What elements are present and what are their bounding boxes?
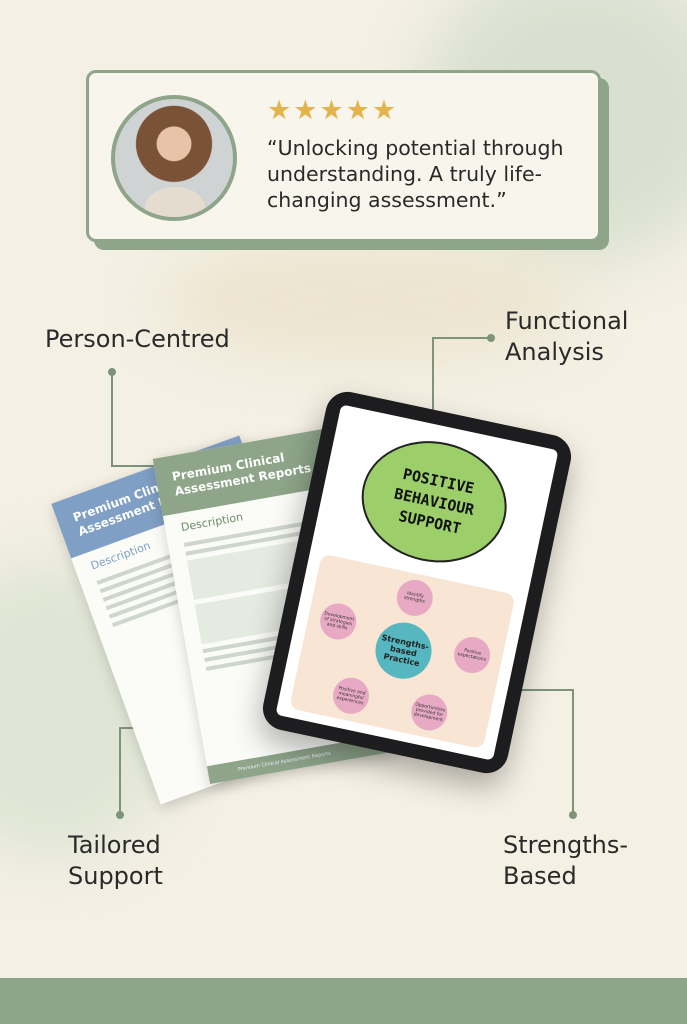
cycle-node: Positive expectations <box>450 633 494 677</box>
testimonial-card: ★★★★★ “Unlocking potential through under… <box>86 70 601 242</box>
strengths-cycle-diagram: Strengths-based Practice Identify streng… <box>289 553 516 750</box>
feature-label: Tailored <box>68 831 161 859</box>
feature-label: Functional <box>505 307 629 335</box>
feature-label: Strengths- <box>503 831 628 859</box>
feature-label: Analysis <box>505 338 604 366</box>
star-rating: ★★★★★ <box>267 95 399 126</box>
feature-label: Based <box>503 862 577 890</box>
cycle-center: Strengths-based Practice <box>370 617 437 684</box>
feature-person-centred: Person-Centred <box>45 325 230 353</box>
feature-strengths-based: Strengths- Based <box>503 830 628 892</box>
cycle-node: Opportunities provided for development <box>407 691 451 734</box>
cycle-node: Identify strengths <box>393 576 437 620</box>
testimonial-quote: “Unlocking potential through understandi… <box>267 136 564 212</box>
avatar <box>111 95 237 221</box>
feature-label: Support <box>68 862 163 890</box>
footer-band <box>0 978 687 1024</box>
cycle-node: Positive and meaningful experiences <box>329 674 373 718</box>
cycle-node: Development of strategies and skills <box>316 600 360 643</box>
